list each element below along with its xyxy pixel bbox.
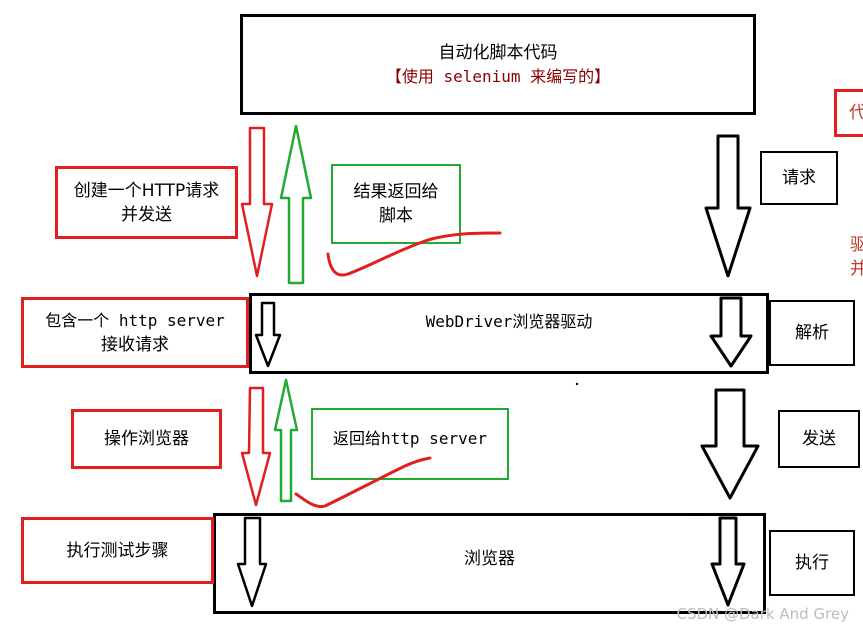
red-scribble-top [326,231,502,277]
operate-browser-label: 操作浏览器 [71,409,222,469]
selenium-note: 【使用 selenium 来编写的】 [385,66,611,86]
return-to-server-label: 返回给http server [311,408,509,480]
webdriver-title: WebDriver浏览器驱动 [425,312,593,331]
black-down-arrow-send [700,388,760,500]
green-up-arrow-top [279,124,313,285]
speck-1 [575,382,579,386]
return-to-script-label: 结果返回给 脚本 [331,164,461,244]
cutoff-right-box-text: 代 [849,103,863,123]
cutoff-text-2: 并 [850,259,863,279]
watermark: CSDN @Dark And Grey [676,605,849,623]
green-up-arrow-bottom [273,378,299,503]
black-down-arrow-execute [710,516,746,607]
black-down-arrow-request [704,134,752,278]
webdriver-box: WebDriver浏览器驱动 [249,293,769,374]
create-request-line1: 创建一个HTTP请求 [73,180,220,201]
return-script-line1: 结果返回给 [353,182,439,202]
cutoff-text-1: 驱 [850,235,863,255]
request-text: 请求 [782,168,816,188]
parse-text: 解析 [795,323,829,343]
red-down-arrow-bottom [240,386,272,507]
browser-box: 浏览器 [213,513,766,614]
execute-text: 执行 [795,553,829,573]
send-label: 发送 [778,410,860,468]
request-label: 请求 [760,151,838,205]
execute-label: 执行 [769,530,855,596]
return-script-line2: 脚本 [379,206,413,226]
red-scribble-bottom [294,456,432,509]
execute-steps-text: 执行测试步骤 [66,540,169,561]
red-down-arrow-top [240,126,274,278]
create-http-request-label: 创建一个HTTP请求 并发送 [55,166,238,239]
speck-2 [694,513,698,517]
browser-title: 浏览器 [464,548,515,569]
cutoff-right-box: 代 [834,89,863,137]
parse-label: 解析 [769,300,855,366]
black-down-arrow-parse [709,296,753,368]
automation-script-box: 自动化脚本代码 【使用 selenium 来编写的】 [240,14,756,115]
send-text: 发送 [802,429,836,449]
operate-browser-text: 操作浏览器 [104,429,189,449]
http-server-line1: 包含一个 http server [45,310,225,330]
http-server-label: 包含一个 http server 接收请求 [21,297,249,368]
black-arrow-webdriver-left [254,301,282,368]
black-arrow-browser-left [236,516,268,608]
http-server-line2: 接收请求 [101,334,169,355]
automation-script-title: 自动化脚本代码 [438,42,558,63]
create-request-line2: 并发送 [121,204,172,225]
execute-steps-label: 执行测试步骤 [21,517,214,584]
return-server-text: 返回给http server [333,429,487,448]
